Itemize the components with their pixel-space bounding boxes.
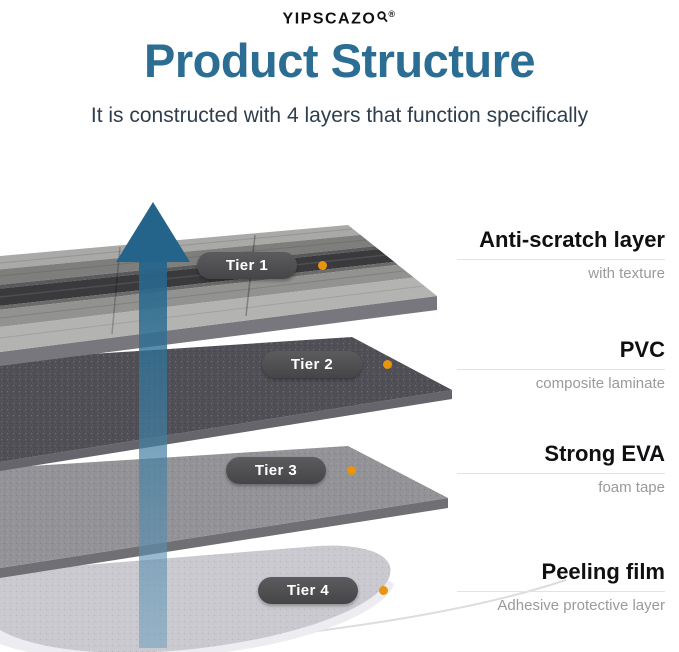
label-tier3-sub: foam tape [598,479,665,496]
tier3-orange-dot [347,466,356,475]
label-tier4-title: Peeling film [457,559,665,592]
tier2-orange-dot [383,360,392,369]
label-tier4: Peeling film Adhesive protective layer [457,559,665,614]
label-tier3: Strong EVA foam tape [457,441,665,496]
arrow-up-icon [116,202,190,648]
tier1-pill: Tier 1 [197,252,297,279]
label-tier1: Anti-scratch layer with texture [457,227,665,282]
registered-trademark: ® [388,9,397,19]
layer-tier1-wood [0,225,437,366]
tier4-pill: Tier 4 [258,577,358,604]
label-tier2-sub: composite laminate [535,375,665,392]
page-subtitle: It is constructed with 4 layers that fun… [90,104,589,127]
tier1-orange-dot [318,261,327,270]
label-tier4-sub: Adhesive protective layer [497,597,665,614]
label-tier2-title: PVC [457,337,665,370]
label-tier3-title: Strong EVA [457,441,665,474]
label-tier1-title: Anti-scratch layer [457,227,665,260]
layer-tier3-eva [0,446,448,578]
tier2-pill: Tier 2 [262,351,362,378]
brand-name: YIPSCAZO [282,10,377,28]
tier4-orange-dot [379,586,388,595]
page-title: Product Structure [143,34,536,87]
layer-tier4-peeling-film [0,545,394,652]
tier3-pill: Tier 3 [226,457,326,484]
magnifier-icon [377,10,389,28]
label-tier1-sub: with texture [588,265,665,282]
brand-logo: YIPSCAZO ® [0,9,679,28]
label-tier2: PVC composite laminate [457,337,665,392]
